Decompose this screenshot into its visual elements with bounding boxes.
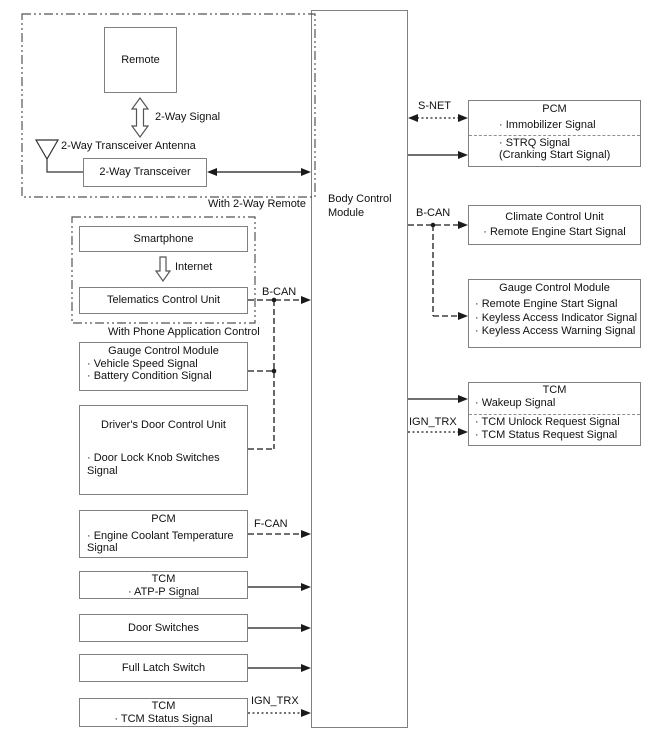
bus-label-fcan: F-CAN: [254, 518, 288, 530]
signal-line: · Battery Condition Signal: [87, 370, 212, 382]
section-divider: [469, 414, 640, 415]
signal-line: · ATP-P Signal: [127, 586, 200, 598]
signal-line: · Door Lock Knob Switches Signal: [87, 452, 220, 477]
bus-label-ign-trx-left: IGN_TRX: [251, 695, 299, 707]
section-divider: [469, 135, 640, 136]
bus-label-bcan-right: B-CAN: [416, 207, 451, 219]
tcm-right-box: TCM · Wakeup Signal · TCM Unlock Request…: [468, 382, 641, 446]
climate-control-unit-box: Climate Control Unit · Remote Engine Sta…: [468, 205, 641, 245]
signal-line: · Remote Engine Start Signal: [483, 225, 626, 238]
body-control-module-label: Body Control Module: [328, 193, 392, 219]
box-title: PCM: [542, 103, 567, 115]
group-phone-app-caption: With Phone Application Control: [108, 326, 260, 338]
antenna-label: 2-Way Transceiver Antenna: [61, 140, 196, 152]
signal-line: · Immobilizer Signal: [499, 118, 596, 131]
bus-label-snet: S-NET: [418, 100, 451, 112]
gauge-control-module-left-box: Gauge Control Module · Vehicle Speed Sig…: [79, 342, 248, 391]
box-title: TCM: [151, 700, 176, 712]
box-title: Gauge Control Module: [499, 282, 610, 294]
bus-label-bcan-left: B-CAN: [262, 286, 297, 298]
signal-line: · Keyless Access Indicator Signal: [475, 311, 638, 324]
drivers-door-control-unit-box: Driver's Door Control Unit · Door Lock K…: [79, 405, 248, 495]
box-title: TCM: [542, 384, 567, 396]
signal-line: (Cranking Start Signal): [499, 148, 611, 161]
box-title: Gauge Control Module: [108, 345, 219, 357]
box-title: Driver's Door Control Unit: [101, 419, 226, 431]
gauge-control-module-right-box: Gauge Control Module · Remote Engine Sta…: [468, 279, 641, 348]
body-control-module-box: Body Control Module: [311, 10, 408, 728]
full-latch-switch-box: Full Latch Switch: [79, 654, 248, 682]
group-two-way-remote-caption: With 2-Way Remote: [207, 198, 306, 210]
bus-label-ign-trx-right: IGN_TRX: [409, 416, 457, 428]
box-title: PCM: [151, 513, 176, 525]
signal-line: · Vehicle Speed Signal: [87, 357, 198, 370]
tcm-atpp-box: TCM · ATP-P Signal: [79, 571, 248, 599]
pcm-right-box: PCM · Immobilizer Signal · STRQ Signal (…: [468, 100, 641, 167]
signal-line: · TCM Status Request Signal: [475, 429, 618, 441]
pcm-left-box: PCM · Engine Coolant Temperature Signal: [79, 510, 248, 558]
door-switches-box: Door Switches: [79, 614, 248, 642]
signal-line: · TCM Status Signal: [114, 713, 213, 725]
signal-line: · Wakeup Signal: [475, 397, 556, 409]
signal-line: · Keyless Access Warning Signal: [475, 325, 636, 338]
box-title: TCM: [151, 573, 176, 585]
signal-line: · TCM Unlock Request Signal: [475, 416, 620, 428]
two-way-signal-label: 2-Way Signal: [155, 111, 221, 123]
box-title: Climate Control Unit: [505, 211, 604, 223]
signal-line: · Remote Engine Start Signal: [475, 297, 618, 310]
signal-line: · STRQ Signal: [499, 137, 570, 149]
tcm-status-box: TCM · TCM Status Signal: [79, 698, 248, 727]
signal-line: · Engine Coolant Temperature Signal: [87, 529, 234, 555]
internet-label: Internet: [175, 261, 213, 273]
